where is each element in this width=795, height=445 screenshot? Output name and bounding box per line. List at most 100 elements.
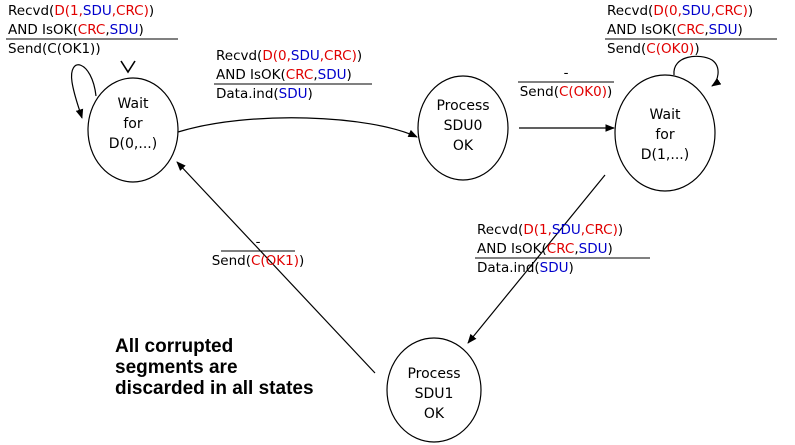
transition-label-line: Recvd(D(1,SDU,CRC)) — [8, 3, 154, 19]
label-segment: CRC — [715, 3, 743, 19]
label-segment: AND IsOK( — [8, 22, 78, 38]
transition-label-line: Recvd(D(1,SDU,CRC)) — [477, 222, 623, 238]
label-wait1-to-proc1: Recvd(D(1,SDU,CRC))AND IsOK(CRC,SDU)Data… — [475, 222, 650, 276]
label-segment: , — [704, 22, 708, 38]
label-segment: D(1, — [54, 3, 83, 19]
transition-label-line: AND IsOK(CRC,SDU) — [607, 22, 743, 38]
note-line2: segments are — [115, 357, 238, 378]
note-line3: discarded in all states — [115, 378, 314, 399]
transition-label-line: Send(C(OK1)) — [212, 253, 305, 269]
label-segment: SDU — [552, 222, 581, 238]
state-wait-for-d0: Wait for D(0,...) — [87, 77, 179, 183]
label-segment: SDU — [540, 260, 569, 276]
label-segment: , — [711, 3, 715, 19]
label-segment: SDU — [318, 67, 347, 83]
label-segment: D(1, — [523, 222, 552, 238]
label-segment: CRC — [585, 222, 613, 238]
state-wait1-line1: Wait — [650, 107, 681, 123]
transition-label-line: Recvd(D(0,SDU,CRC)) — [216, 48, 362, 64]
label-segment: C(OK0) — [559, 84, 607, 100]
label-proc0-to-wait1: - Send(C(OK0)) — [518, 65, 614, 100]
label-segment: - — [256, 234, 261, 250]
label-segment: ) — [357, 48, 362, 64]
label-segment: Recvd( — [477, 222, 523, 238]
label-segment: CRC — [677, 22, 705, 38]
state-proc1-line3: OK — [424, 406, 445, 422]
label-segment: ) — [139, 22, 144, 38]
label-segment: , — [581, 222, 585, 238]
transition-label-line: AND IsOK(CRC,SDU) — [8, 22, 144, 38]
label-segment: CRC — [116, 3, 144, 19]
label-segment: ) — [694, 41, 699, 57]
label-segment: , — [320, 48, 324, 64]
label-self-wait0: Recvd(D(1,SDU,CRC))AND IsOK(CRC,SDU)Send… — [6, 3, 178, 57]
label-segment: ) — [149, 3, 154, 19]
label-segment: CRC — [78, 22, 106, 38]
label-segment: SDU — [682, 3, 711, 19]
label-segment: ) — [748, 3, 753, 19]
label-segment: Send( — [520, 84, 559, 100]
label-segment: - — [564, 65, 569, 81]
state-wait0-line1: Wait — [118, 96, 149, 112]
label-segment: SDU — [579, 241, 608, 257]
label-segment: ) — [738, 22, 743, 38]
label-segment: ) — [608, 241, 613, 257]
label-segment: , — [313, 67, 317, 83]
label-segment: ) — [308, 86, 313, 102]
label-segment: CRC — [324, 48, 352, 64]
label-segment: CRC — [286, 67, 314, 83]
label-segment: , — [112, 3, 116, 19]
arrow-self-wait1 — [673, 55, 722, 87]
label-segment: AND IsOK( — [477, 241, 547, 257]
label-segment: , — [574, 241, 578, 257]
label-segment: ) — [569, 260, 574, 276]
label-segment: AND IsOK( — [216, 67, 286, 83]
label-segment: Recvd( — [8, 3, 54, 19]
label-segment: ) — [618, 222, 623, 238]
label-segment: Send( — [8, 41, 47, 57]
state-wait-for-d1: Wait for D(1,...) — [614, 74, 716, 192]
state-proc0-line2: SDU0 — [444, 118, 483, 134]
label-segment: AND IsOK( — [607, 22, 677, 38]
transition-label-line: - — [256, 234, 261, 250]
transition-label-line: Send(C(OK0)) — [607, 41, 700, 57]
state-wait1-line2: for — [655, 127, 674, 143]
arrow-wait1-to-proc1 — [467, 174, 606, 344]
state-proc1-line1: Process — [407, 366, 460, 382]
label-proc1-to-wait0: - Send(C(OK1)) — [212, 234, 305, 269]
label-segment: D(0, — [262, 48, 291, 64]
label-segment: Data.ind( — [216, 86, 279, 102]
label-segment: SDU — [279, 86, 308, 102]
state-proc0-line1: Process — [436, 98, 489, 114]
label-segment: C(OK0) — [646, 41, 694, 57]
label-segment: Recvd( — [216, 48, 262, 64]
state-wait1-line3: D(1,...) — [641, 147, 689, 163]
label-segment: Send( — [607, 41, 646, 57]
label-wait0-to-proc0: Recvd(D(0,SDU,CRC))AND IsOK(CRC,SDU)Data… — [214, 48, 372, 102]
label-segment: ) — [347, 67, 352, 83]
transition-label-line: AND IsOK(CRC,SDU) — [477, 241, 613, 257]
state-proc1-line2: SDU1 — [415, 386, 454, 402]
label-segment: C(OK1) — [251, 253, 299, 269]
label-segment: ) — [352, 48, 357, 64]
state-wait0-line2: for — [123, 116, 142, 132]
label-segment: ) — [743, 3, 748, 19]
label-segment: ) — [299, 253, 304, 269]
transition-label-line: Send(C(OK0)) — [520, 84, 613, 100]
state-wait0-line3: D(0,...) — [109, 136, 157, 152]
label-segment: Recvd( — [607, 3, 653, 19]
note-line1: All corrupted — [115, 336, 233, 357]
label-segment: ) — [144, 3, 149, 19]
label-segment: SDU — [709, 22, 738, 38]
arrow-wait0-to-proc0 — [177, 117, 418, 138]
transition-label-line: Data.ind(SDU) — [477, 260, 574, 276]
state-process-sdu0: Process SDU0 OK — [417, 75, 509, 181]
label-segment: SDU — [83, 3, 112, 19]
label-segment: C(OK1) — [47, 41, 95, 57]
label-segment: Data.ind( — [477, 260, 540, 276]
label-self-wait1: Recvd(D(0,SDU,CRC))AND IsOK(CRC,SDU)Send… — [605, 3, 777, 57]
label-segment: D(0, — [653, 3, 682, 19]
label-segment: ) — [95, 41, 100, 57]
